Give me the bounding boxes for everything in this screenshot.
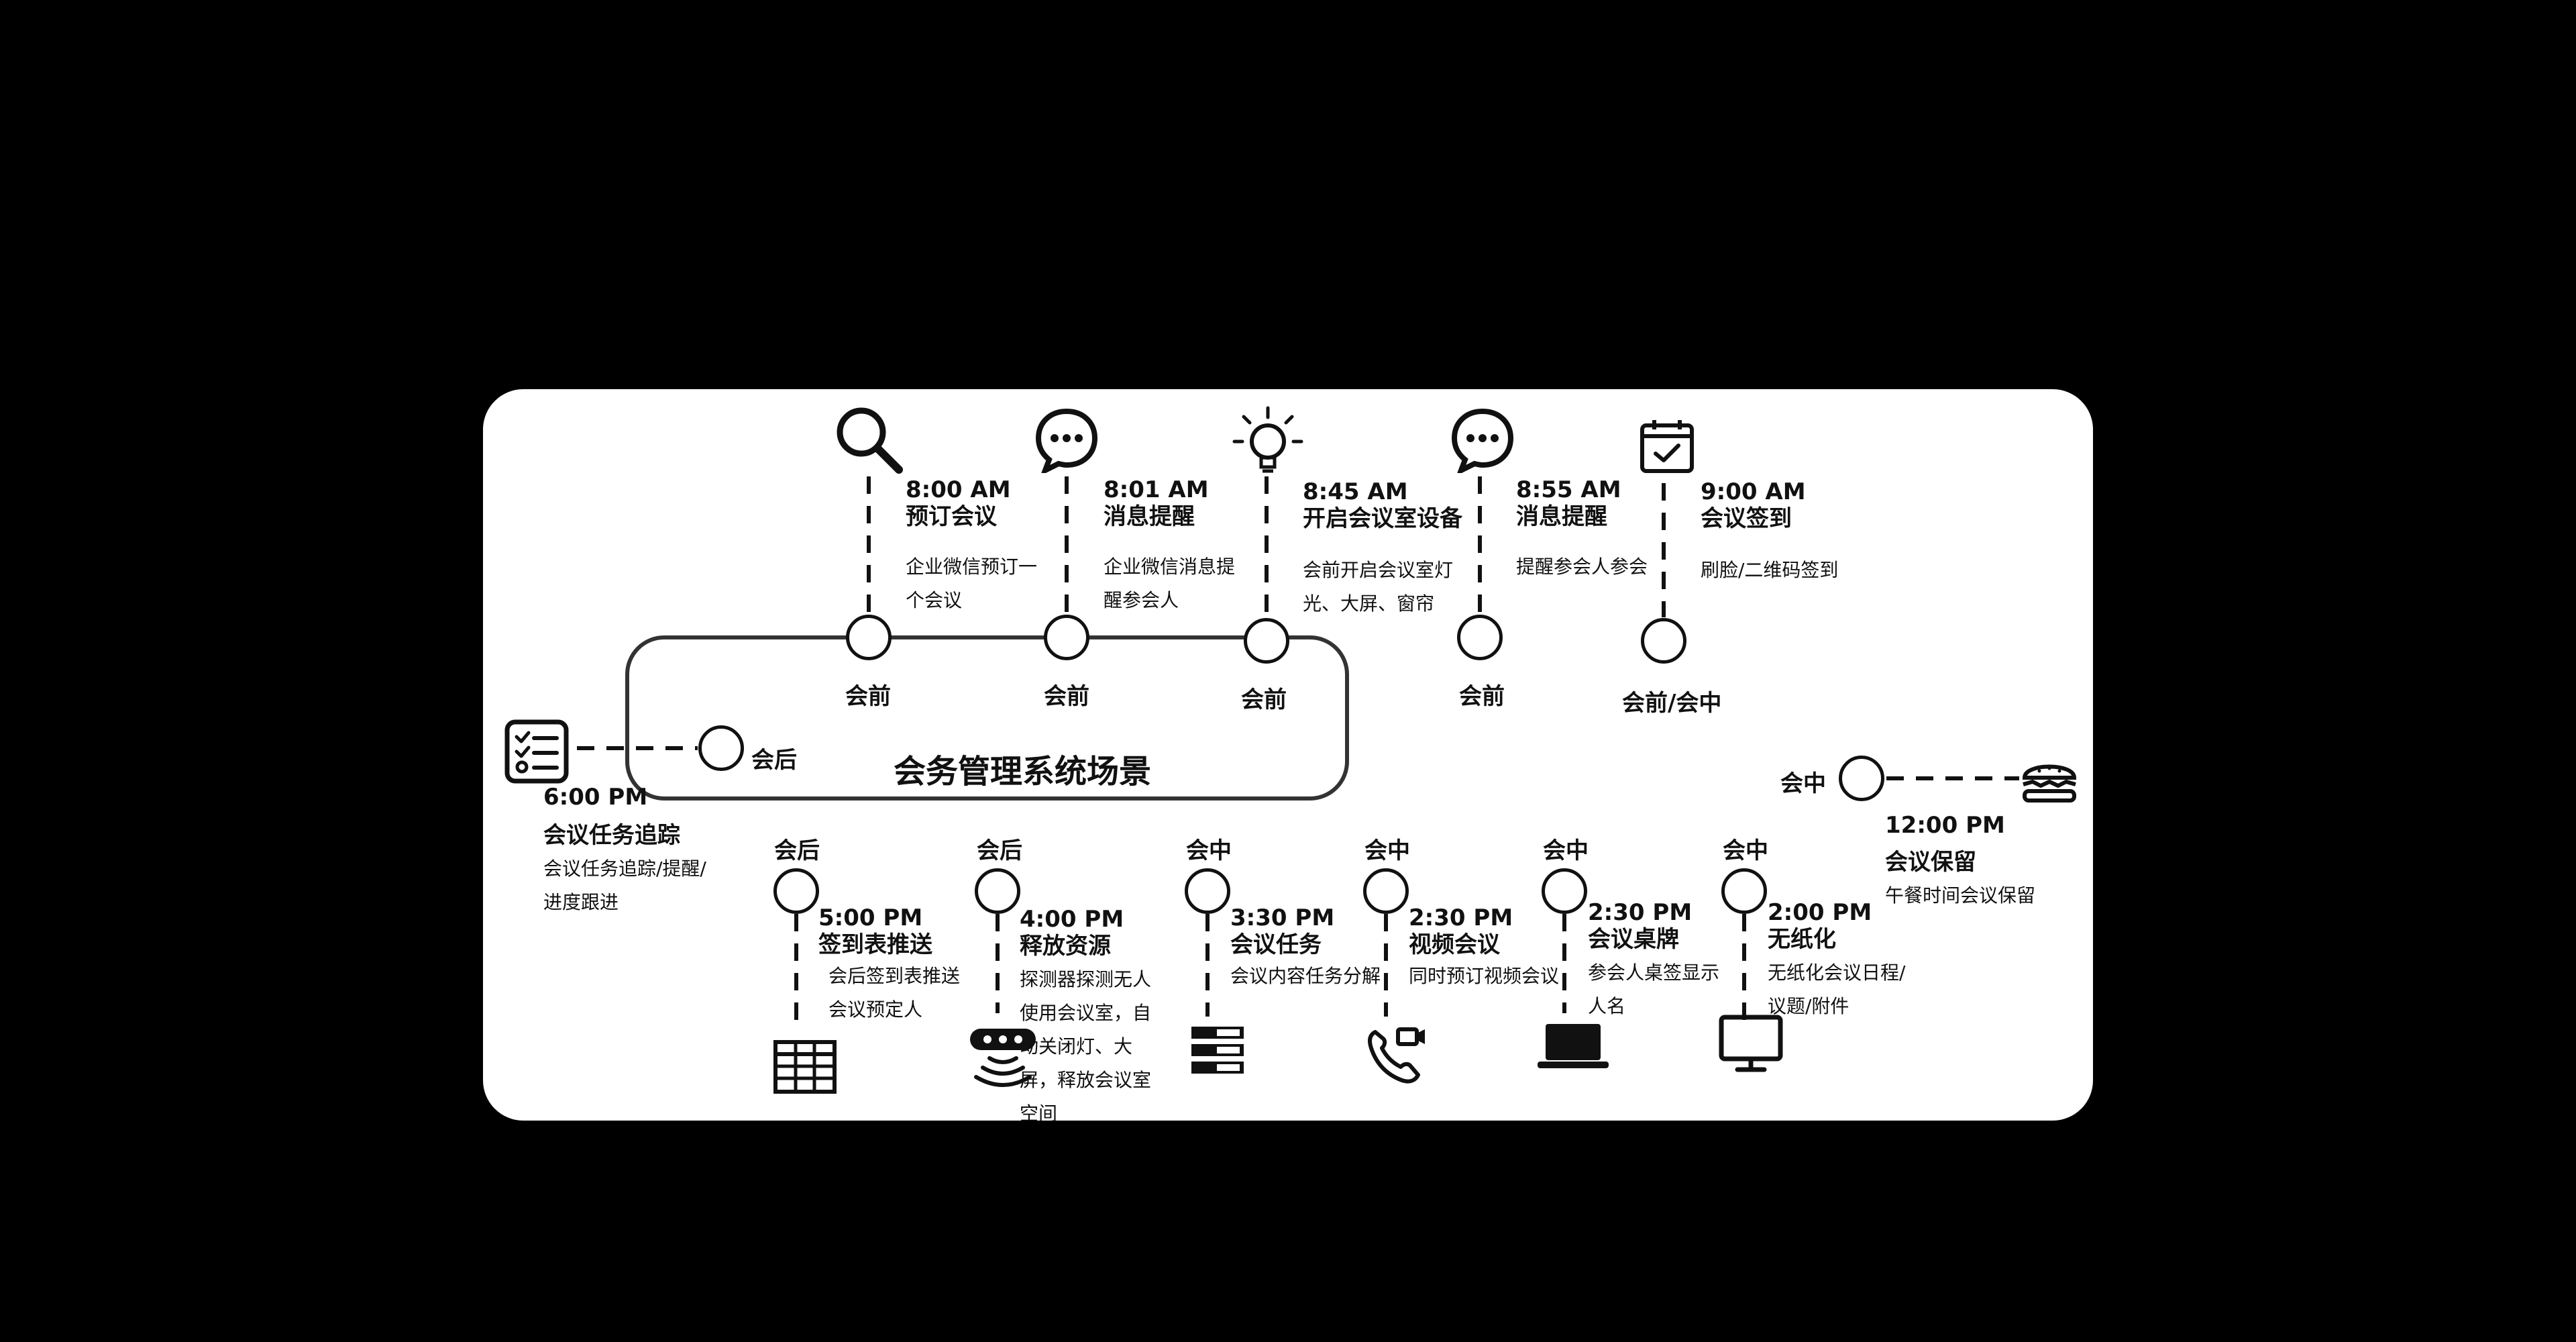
stage-label: 会前 [1044, 683, 1089, 710]
event-title: 开启会议室设备 [1303, 505, 1462, 532]
stage-label: 会后 [977, 837, 1022, 864]
monitor-icon [1717, 1013, 1784, 1076]
timeline-node-e4 [1457, 615, 1503, 660]
burger-icon [2019, 755, 2080, 811]
timeline-node-e2 [1044, 615, 1089, 660]
event-title: 会议任务 [1230, 931, 1322, 958]
event-description: 提醒参会人参会 [1516, 556, 1648, 578]
event-time: 3:30 PM [1230, 905, 1335, 931]
event-time: 8:01 AM [1104, 476, 1209, 503]
event-time: 6:00 PM [543, 784, 648, 811]
event-time: 8:45 AM [1303, 478, 1408, 505]
event-description: 参会人桌签显示人名 [1588, 962, 1720, 1017]
event-description: 会前开启会议室灯光、大屏、窗帘 [1303, 559, 1454, 615]
stage-label: 会前 [845, 683, 891, 710]
event-title: 会议任务追踪 [543, 822, 680, 849]
video-call-icon [1362, 1020, 1429, 1090]
event-title: 释放资源 [1020, 933, 1111, 960]
timeline-node-e1 [846, 615, 892, 660]
stage-label: 会前 [1459, 683, 1505, 710]
stage-label: 会前 [1241, 686, 1287, 713]
timeline-node-e11 [975, 868, 1020, 914]
event-title: 会议桌牌 [1588, 926, 1679, 953]
table-icon [771, 1037, 839, 1100]
event-description: 企业微信消息提醒参会人 [1104, 556, 1236, 611]
timeline-node-e10 [1185, 868, 1230, 914]
event-description: 无纸化会议日程/议题/附件 [1768, 962, 1906, 1017]
timeline-node-e5 [1641, 618, 1686, 664]
event-description: 会议任务追踪/提醒/进度跟进 [543, 858, 706, 913]
event-time: 9:00 AM [1701, 478, 1806, 505]
stage-label: 会中 [1364, 837, 1410, 864]
event-title: 无纸化 [1768, 926, 1836, 953]
timeline-node-e13 [698, 725, 744, 771]
sensor-icon [966, 1017, 1040, 1093]
timeline-node-e3 [1244, 618, 1289, 664]
laptop-icon [1536, 1020, 1610, 1076]
event-time: 2:30 PM [1588, 899, 1693, 926]
diagram-title: 会务管理系统场景 [894, 753, 1152, 790]
timeline-node-e12 [773, 868, 819, 914]
checklist-icon [503, 718, 570, 788]
event-time: 8:55 AM [1516, 476, 1621, 503]
timeline-node-e8 [1542, 868, 1587, 914]
stage-label: 会中 [1186, 837, 1232, 864]
event-title: 预订会议 [906, 503, 997, 530]
event-title: 消息提醒 [1104, 503, 1195, 530]
chat-bubble-icon [1449, 406, 1516, 476]
event-title: 签到表推送 [818, 931, 932, 958]
event-time: 8:00 AM [906, 476, 1011, 503]
event-time: 12:00 PM [1885, 812, 2005, 839]
stage-label: 会中 [1543, 837, 1589, 864]
timeline-node-e9 [1363, 868, 1409, 914]
event-time: 2:00 PM [1768, 899, 1872, 926]
event-title: 视频会议 [1409, 931, 1500, 958]
event-title: 会议保留 [1885, 849, 1976, 876]
chat-bubble-icon [1033, 406, 1100, 476]
timeline-node-e6 [1839, 756, 1884, 801]
event-description: 探测器探测无人使用会议室，自动关闭灯、大屏，释放会议室空间 [1020, 968, 1152, 1121]
event-title: 消息提醒 [1516, 503, 1607, 530]
stage-label: 会前/会中 [1622, 690, 1722, 717]
event-time: 2:30 PM [1409, 905, 1513, 931]
stage-label: 会后 [774, 837, 820, 864]
lightbulb-icon [1228, 403, 1308, 486]
event-description: 会议内容任务分解 [1230, 965, 1381, 987]
search-icon [832, 403, 906, 479]
timeline-node-e7 [1721, 868, 1767, 914]
stage-label: 会中 [1780, 770, 1826, 797]
calendar-check-icon [1637, 416, 1697, 479]
event-time: 4:00 PM [1020, 906, 1124, 933]
event-description: 企业微信预订一个会议 [906, 556, 1038, 611]
task-list-icon [1187, 1020, 1248, 1083]
stage-label: 会中 [1723, 837, 1768, 864]
event-description: 同时预订视频会议 [1409, 965, 1560, 987]
event-description: 刷脸/二维码签到 [1701, 559, 1839, 581]
event-description: 午餐时间会议保留 [1885, 884, 2036, 907]
event-time: 5:00 PM [818, 905, 923, 931]
timeline-loop [577, 476, 2019, 1030]
event-description: 会后签到表推送会议预定人 [828, 965, 961, 1021]
event-title: 会议签到 [1701, 505, 1792, 532]
stage-label: 会后 [751, 747, 797, 774]
